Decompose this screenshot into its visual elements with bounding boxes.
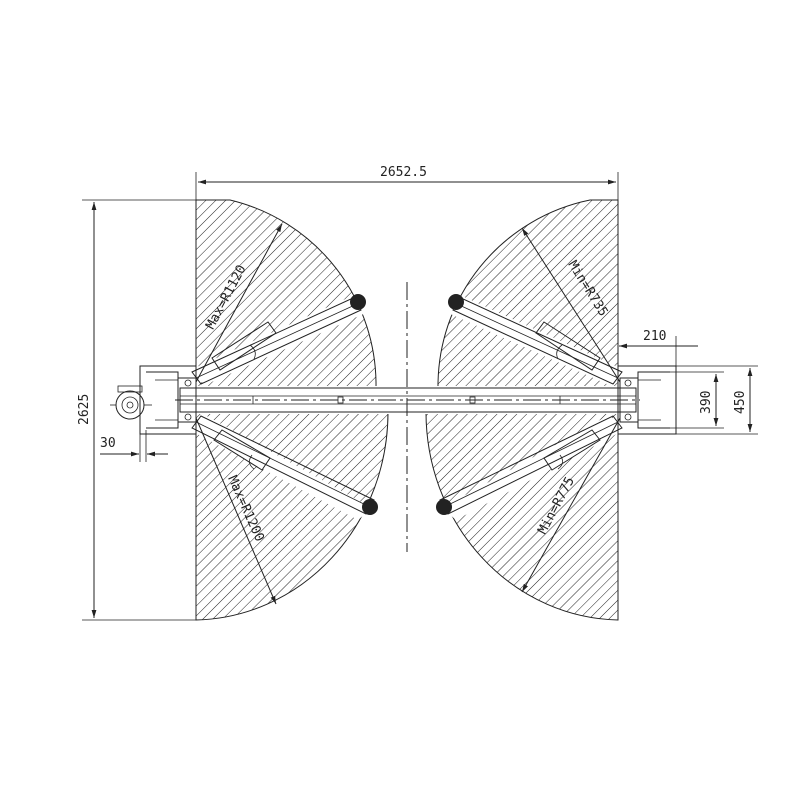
column-left	[139, 365, 197, 435]
radius-line-upper-left	[195, 223, 283, 383]
lift-arm-lower-left	[191, 415, 378, 515]
dimension-offset-right-text: 210	[643, 329, 666, 344]
lift-arm-upper-left	[191, 294, 366, 385]
dimension-outer-column-text: 450	[733, 391, 748, 414]
dimension-offset-left-text: 30	[100, 436, 116, 451]
lift-pad-upper-right	[448, 294, 464, 310]
lift-pad-lower-right	[436, 499, 452, 515]
radius-line-lower-right	[521, 417, 621, 593]
dimension-inner-column-text: 390	[699, 391, 714, 414]
dimension-overall-width-text: 2652.5	[380, 165, 427, 180]
radius-line-lower-left	[195, 417, 277, 605]
radius-line-upper-right	[521, 227, 621, 383]
dimension-offset-left: 30	[100, 430, 168, 462]
dimension-column-depth: 390 450	[670, 365, 758, 435]
lift-arm-upper-right	[448, 294, 623, 385]
dimension-overall-height: 2625	[77, 199, 196, 621]
swing-area-lower-right	[425, 411, 619, 621]
lift-arm-lower-right	[436, 415, 623, 515]
dimension-offset-right: 210	[617, 329, 698, 366]
base-beam	[175, 387, 640, 413]
motor-unit	[110, 385, 152, 420]
dimension-overall-height-text: 2625	[77, 394, 92, 425]
lift-pad-lower-left	[362, 499, 378, 515]
swing-area-lower-left	[195, 411, 389, 621]
lift-pad-upper-left	[350, 294, 366, 310]
swing-area-upper-left	[195, 199, 377, 389]
dimension-overall-width: 2652.5	[195, 165, 619, 200]
